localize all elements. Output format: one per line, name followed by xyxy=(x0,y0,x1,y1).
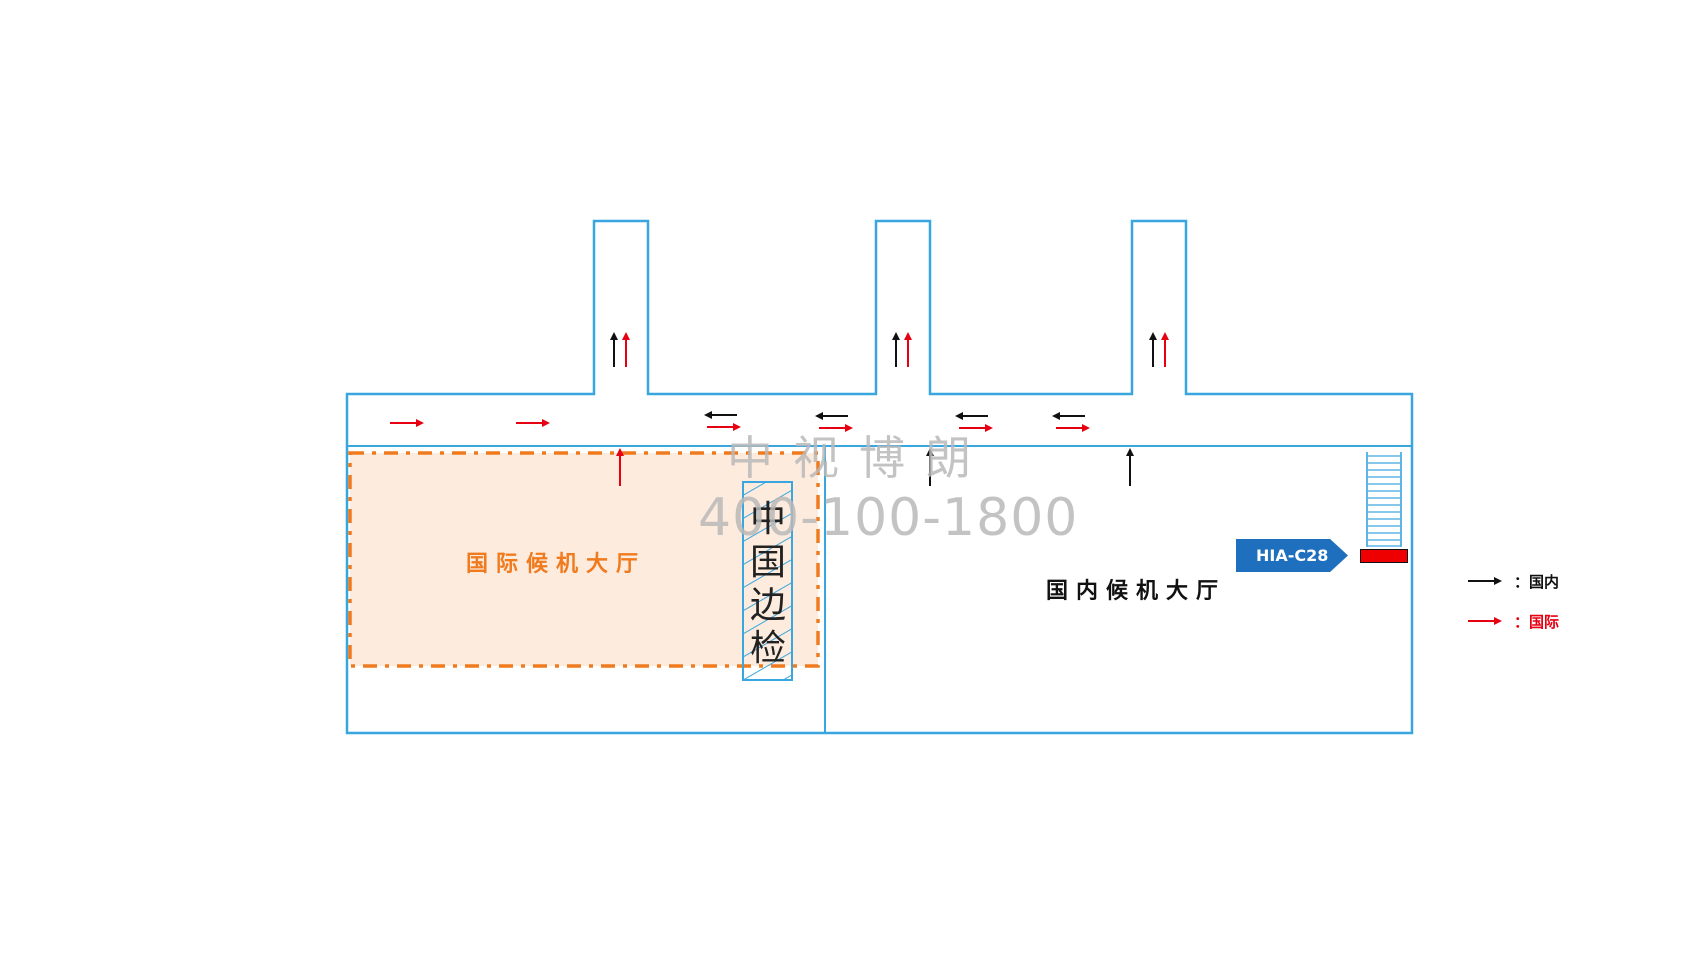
international-hall-label: 国际候机大厅 xyxy=(466,552,647,577)
border-control-char: 国 xyxy=(749,542,786,583)
terminal-outline xyxy=(345,219,1414,735)
pier-2-arrows xyxy=(892,332,912,367)
border-control-char: 检 xyxy=(749,628,786,669)
ad-location-tag[interactable]: HIA-C28 xyxy=(1236,539,1348,572)
pier-1-arrows xyxy=(610,332,630,367)
border-control-label: 中 国 边 检 xyxy=(743,498,793,670)
domestic-hall-label: 国内候机大厅 xyxy=(1046,579,1227,604)
corridor-arrows-bidirectional xyxy=(704,411,1090,432)
international-zone xyxy=(350,453,818,666)
watermark-phone: 400-100-1800 xyxy=(698,488,1079,548)
ad-location-marker[interactable] xyxy=(1360,549,1408,563)
escalator-icon xyxy=(1366,452,1402,547)
legend-international-label: ：国际 xyxy=(1514,613,1560,631)
border-control-char: 中 xyxy=(749,499,786,540)
watermark-brand: 中视博朗 xyxy=(727,431,991,485)
pier-3-arrows xyxy=(1149,332,1169,367)
border-control-char: 边 xyxy=(749,585,786,626)
legend-domestic-label: ：国内 xyxy=(1514,573,1560,591)
border-control-box xyxy=(742,481,793,681)
